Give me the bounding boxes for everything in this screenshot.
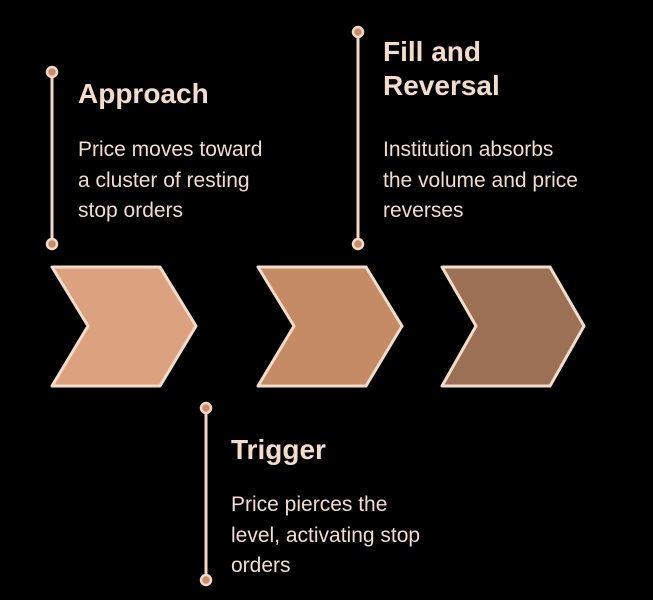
connector-dot-top-step-2 <box>199 401 213 415</box>
chevron-step-3 <box>440 265 586 388</box>
chevron-step-1 <box>50 265 198 388</box>
step-title-approach: Approach <box>78 78 209 109</box>
step-title-fill-and-reversal: Fill and Reversal <box>383 36 500 101</box>
connector-dot-top-step-1 <box>45 65 59 79</box>
step-description-approach: Price moves toward a cluster of resting … <box>78 138 263 222</box>
step-description-trigger: Price pierces the level, activating stop… <box>231 493 421 577</box>
connector-dot-bottom-step-1 <box>45 237 59 251</box>
chevron-step-2 <box>256 265 404 388</box>
connector-dot-bottom-step-3 <box>351 237 365 251</box>
step-description-fill-and-reversal: Institution absorbs the volume and price… <box>383 138 578 222</box>
connector-dot-bottom-step-2 <box>199 573 213 587</box>
connector-dot-top-step-3 <box>351 25 365 39</box>
step-title-trigger: Trigger <box>231 434 326 465</box>
